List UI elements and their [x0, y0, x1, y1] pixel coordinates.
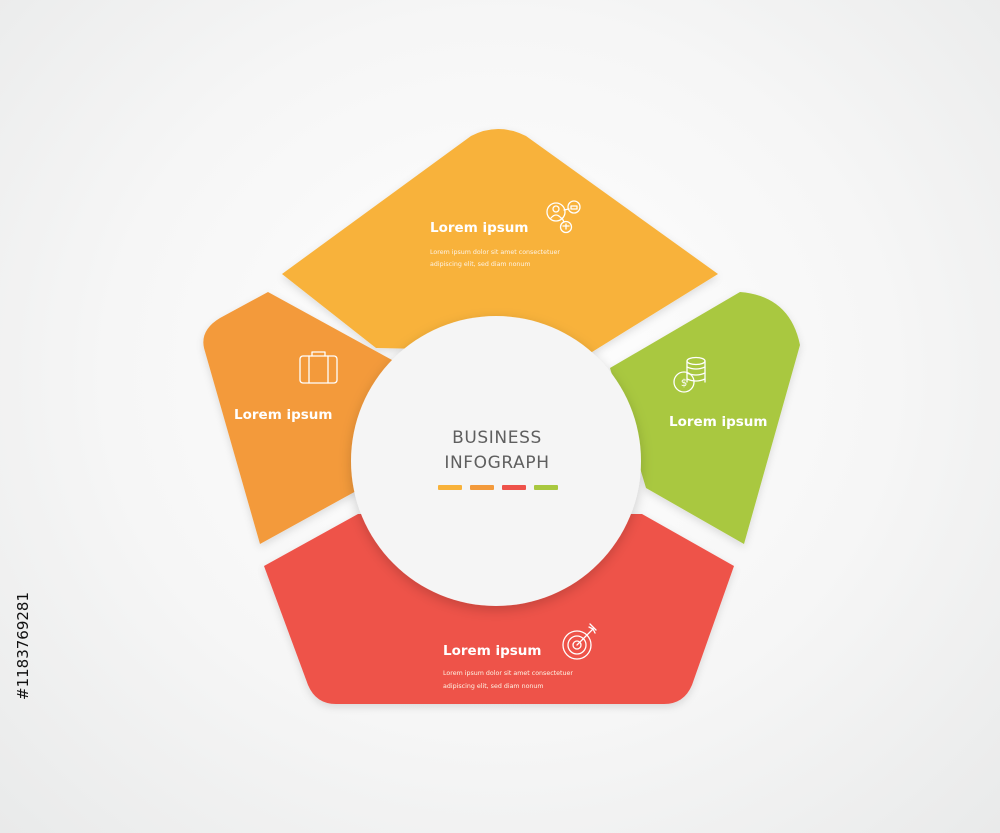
segment-left: Lorem ipsum	[203, 292, 392, 544]
center-circle	[351, 316, 641, 606]
segment-top-shape	[282, 129, 718, 352]
segment-bottom-title: Lorem ipsum	[443, 643, 541, 659]
segment-bottom-body-line2: adipiscing elit, sed diam nonum	[443, 683, 544, 690]
center-title-line1: BUSINESS	[452, 428, 542, 448]
segment-bottom-body-line1: Lorem ipsum dolor sit amet consectetuer	[443, 670, 573, 677]
segment-right-title: Lorem ipsum	[669, 414, 767, 430]
dash-red	[502, 485, 526, 490]
segment-top-title: Lorem ipsum	[430, 220, 528, 236]
people-network-icon	[546, 200, 581, 234]
segment-left-shape	[203, 292, 392, 544]
segment-bottom-shape	[264, 514, 734, 704]
dash-yellow	[438, 485, 462, 490]
segment-right: Lorem ipsum $	[610, 292, 800, 544]
target-arrow-icon	[562, 623, 597, 660]
segment-bottom: Lorem ipsum Lorem ipsum dolor sit amet c…	[264, 514, 734, 704]
coins-stack-icon: $	[673, 356, 706, 393]
color-legend-dashes	[438, 485, 558, 490]
segment-right-shape	[610, 292, 800, 544]
stock-id-label: #1183769281	[14, 592, 32, 700]
svg-text:$: $	[681, 378, 687, 389]
segment-left-title: Lorem ipsum	[234, 407, 332, 423]
dash-orange	[470, 485, 494, 490]
center-title-line2: INFOGRAPH	[444, 453, 549, 473]
center-badge: BUSINESS INFOGRAPH	[351, 316, 641, 606]
segment-top-body-line2: adipiscing elit, sed diam nonum	[430, 261, 531, 268]
briefcase-icon	[299, 351, 338, 384]
dash-green	[534, 485, 558, 490]
segment-top-body-line1: Lorem ipsum dolor sit amet consectetuer	[430, 249, 560, 256]
segment-top: Lorem ipsum Lorem ipsum dolor sit amet c…	[282, 129, 718, 352]
